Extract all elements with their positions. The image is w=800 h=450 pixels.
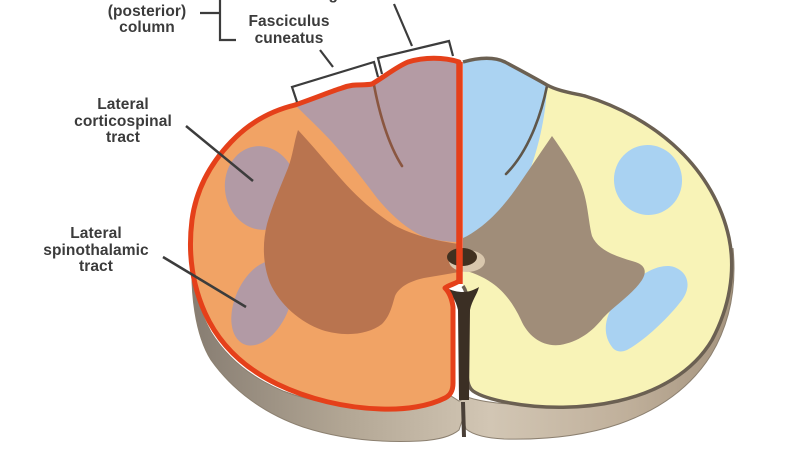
posterior-intermediate-sulcus-left bbox=[372, 83, 404, 168]
posterior-column-left bbox=[295, 58, 459, 242]
corticospinal-area-right bbox=[613, 145, 683, 215]
right-outline bbox=[461, 56, 734, 410]
gray-matter-right bbox=[463, 136, 645, 346]
spinothalamic-area-right bbox=[605, 266, 688, 352]
label-bracket bbox=[200, 0, 236, 42]
bracket-gracilis-span bbox=[376, 39, 455, 75]
spinothalamic-leader-line bbox=[162, 255, 247, 309]
cuneatus-leader-line bbox=[319, 49, 334, 68]
corticospinal-leader-line bbox=[185, 125, 254, 182]
anterior-median-fissure bbox=[445, 287, 479, 400]
bracket-cuneatus-span bbox=[290, 60, 380, 103]
posterior-column-right bbox=[463, 58, 547, 239]
gracilis-leader-line bbox=[392, 3, 414, 47]
posterior-intermediate-sulcus-right bbox=[504, 84, 549, 176]
left-outline-red bbox=[188, 55, 462, 412]
gray-matter-left bbox=[263, 130, 459, 335]
fissure-rim-notch bbox=[461, 401, 466, 438]
